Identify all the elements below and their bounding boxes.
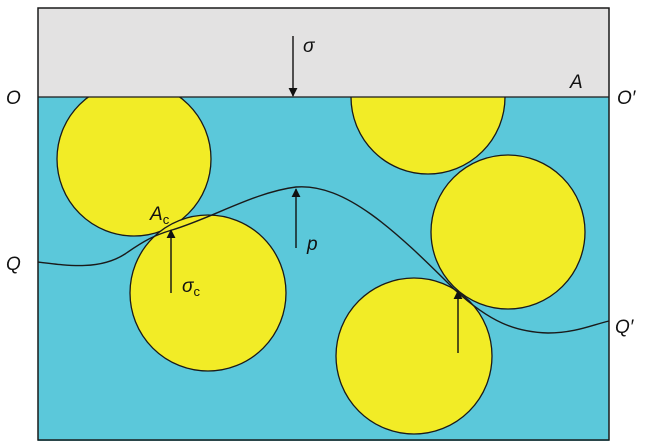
solid-plate [38,8,609,97]
label-o-prime: O′ [617,88,637,109]
frame [37,7,610,441]
label-q-prime: Q′ [615,317,635,338]
label-sigma-c-main: σ [182,276,195,297]
grain-middle-left [129,214,287,372]
label-a: A [569,72,583,93]
label-sigma-c: σc [182,276,200,299]
grain-bottom-right [335,277,493,435]
label-p: p [306,234,318,255]
label-a-c: Ac [149,204,170,227]
label-q: Q [6,254,21,275]
grain-middle-right [430,154,586,310]
label-a-c-main: A [149,204,163,225]
label-sigma: σ [303,36,316,57]
label-sigma-c-sub: c [193,284,200,299]
arrow-icon [166,36,463,353]
grain-top-left [56,81,212,237]
label-o: O [6,88,21,109]
label-a-c-sub: c [163,212,170,227]
surface-q-q-prime [37,186,610,334]
